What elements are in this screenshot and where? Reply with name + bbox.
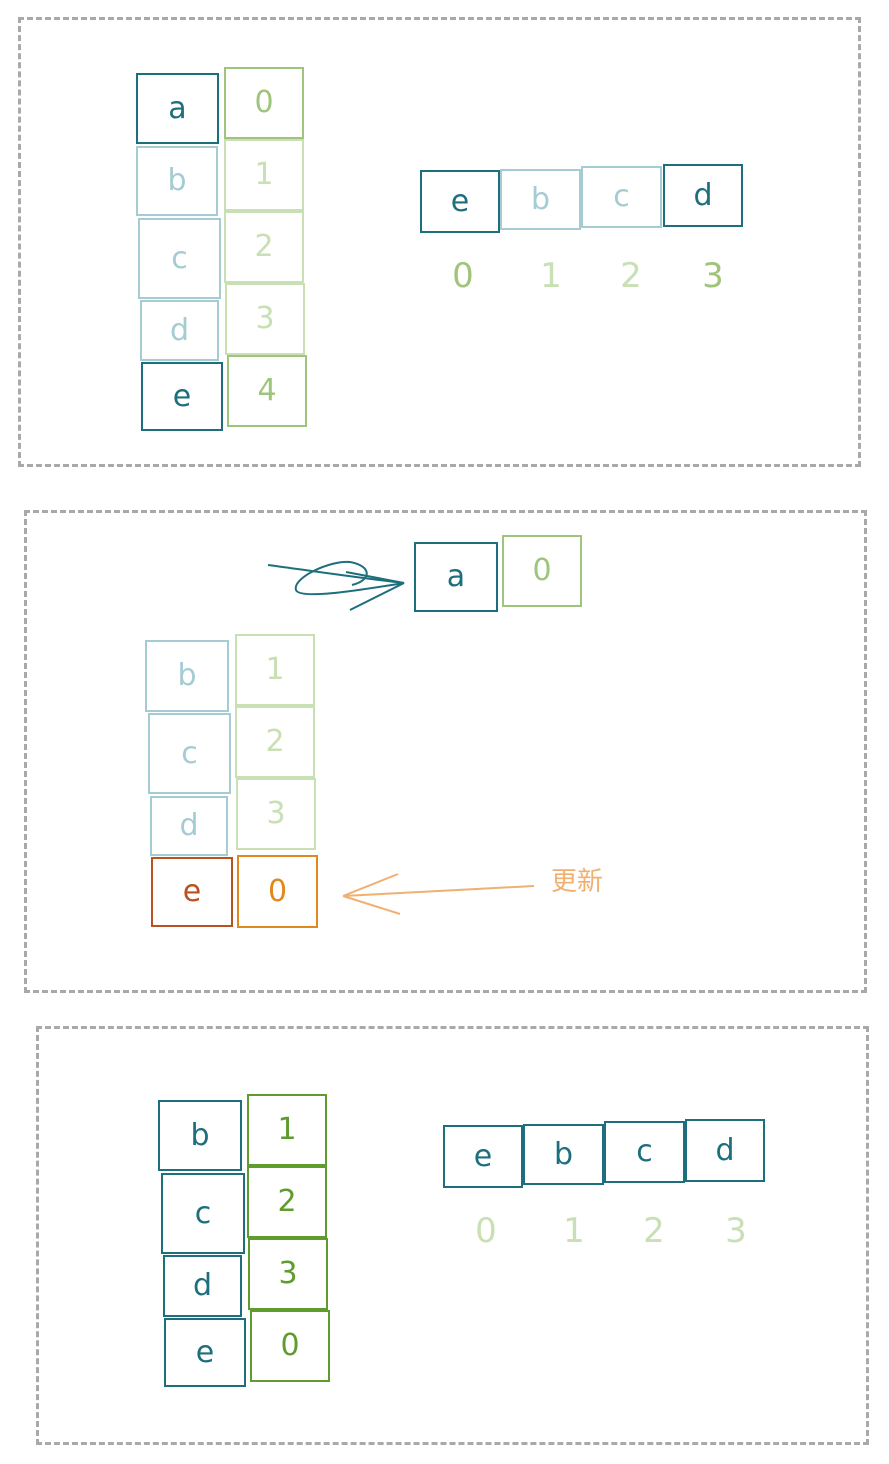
p2-key-cell-e: e: [151, 857, 233, 927]
p3-index-2: 2: [643, 1211, 665, 1251]
p1-key-cell-b: b: [136, 146, 218, 216]
p1-index-1: 1: [540, 256, 562, 296]
p3-key-cell-e: e: [164, 1318, 246, 1387]
p1-value-cell-4: 4: [227, 355, 307, 427]
p3-value-cell-3: 3: [248, 1238, 328, 1310]
p3-key-cell-b: b: [158, 1100, 242, 1171]
p2-value-cell-3: 3: [236, 778, 316, 850]
p2-value-cell-0-updated: 0: [237, 855, 318, 928]
p2-moved-key-cell: a: [414, 542, 498, 612]
p1-array-cell-3: d: [663, 164, 743, 227]
p1-value-cell-0: 0: [224, 67, 304, 139]
p3-key-cell-c: c: [161, 1173, 245, 1254]
p3-value-cell-0: 0: [250, 1310, 330, 1382]
update-arrow-head: [342, 873, 401, 915]
p3-value-cell-1: 1: [247, 1094, 327, 1166]
p3-array-cell-1: b: [523, 1124, 604, 1185]
p2-key-cell-b: b: [145, 640, 229, 712]
p2-moved-value-cell: 0: [502, 535, 582, 607]
move-out-arrow-loop: [267, 560, 405, 596]
move-out-arrow-head: [345, 571, 405, 611]
p3-array-cell-3: d: [685, 1119, 765, 1182]
p3-array-cell-2: c: [604, 1121, 685, 1183]
p1-key-cell-a: a: [136, 73, 219, 144]
p1-index-3: 3: [702, 256, 724, 296]
p3-array-cell-0: e: [443, 1125, 523, 1188]
p2-value-cell-2: 2: [235, 706, 315, 778]
p1-key-cell-c: c: [138, 218, 221, 299]
p3-index-0: 0: [475, 1211, 497, 1251]
p2-key-cell-d: d: [150, 796, 228, 856]
update-arrow-shaft: [342, 885, 535, 897]
p1-key-cell-e: e: [141, 362, 223, 431]
p1-array-cell-2: c: [581, 166, 662, 228]
panel-initial-state: [18, 17, 861, 467]
panel-final-state: [36, 1026, 869, 1445]
p1-array-cell-0: e: [420, 170, 500, 233]
p3-index-3: 3: [725, 1211, 747, 1251]
update-annotation-label: 更新: [551, 867, 604, 897]
p3-index-1: 1: [563, 1211, 585, 1251]
p1-value-cell-2: 2: [224, 211, 304, 283]
p1-value-cell-1: 1: [224, 139, 304, 211]
p2-key-cell-c: c: [148, 713, 231, 794]
p2-value-cell-1: 1: [235, 634, 315, 706]
p3-value-cell-2: 2: [247, 1166, 327, 1238]
p1-index-2: 2: [620, 256, 642, 296]
panel-update-state: [24, 510, 867, 993]
p1-array-cell-1: b: [500, 169, 581, 230]
p1-key-cell-d: d: [140, 300, 219, 361]
p1-value-cell-3: 3: [225, 283, 305, 355]
p3-key-cell-d: d: [163, 1255, 242, 1317]
p1-index-0: 0: [452, 256, 474, 296]
